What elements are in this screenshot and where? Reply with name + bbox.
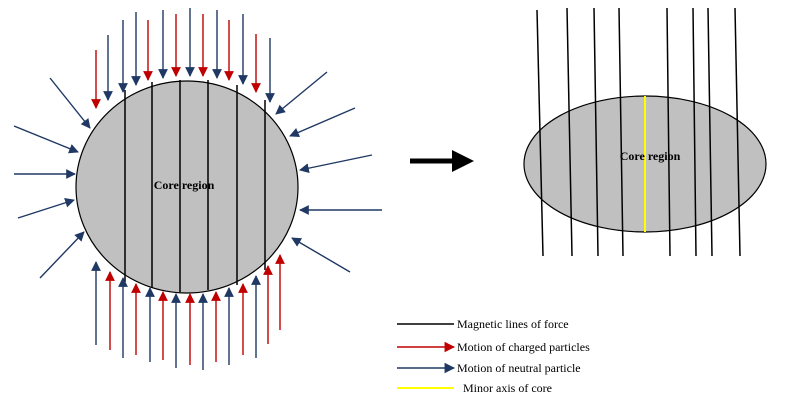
transition-arrow (410, 150, 474, 172)
right-field-line (666, 7, 671, 257)
legend-label: Motion of neutral particle (457, 361, 581, 375)
left-field-lines (124, 80, 266, 292)
right-core-label: Core region (620, 149, 681, 163)
side-arrows (13, 71, 382, 279)
legend-label: Minor axis of core (463, 381, 552, 395)
legend-label: Motion of charged particles (457, 340, 590, 354)
right-field-line (618, 7, 624, 257)
legend-item-neutral-particle: Motion of neutral particle (397, 361, 581, 375)
right-field-line (536, 9, 544, 257)
neutral-arrow (17, 198, 75, 219)
right-field-line (734, 7, 741, 257)
legend-label: Magnetic lines of force (457, 317, 569, 331)
neutral-arrow (291, 237, 351, 273)
legend-item-charged-particles: Motion of charged particles (397, 340, 590, 354)
right-field-line (566, 7, 573, 257)
left-core-group: Core region (13, 8, 382, 370)
top-arrows (91, 8, 275, 109)
neutral-arrow (275, 71, 328, 115)
bottom-arrows (91, 254, 285, 370)
right-field-lines (536, 7, 741, 257)
neutral-arrow (289, 107, 356, 138)
neutral-arrow (13, 125, 79, 154)
neutral-arrow (299, 154, 373, 173)
legend-item-magnetic-lines: Magnetic lines of force (397, 317, 569, 331)
legend: Magnetic lines of force Motion of charge… (397, 317, 590, 395)
right-core-group: Core region (523, 7, 767, 257)
left-core-label: Core region (154, 178, 215, 192)
left-core-region (75, 80, 299, 294)
right-field-line (593, 7, 599, 257)
neutral-arrow (49, 77, 91, 129)
legend-item-minor-axis: Minor axis of core (397, 381, 552, 395)
right-field-line (692, 7, 697, 257)
right-field-line (707, 7, 713, 257)
neutral-arrow (39, 231, 85, 279)
